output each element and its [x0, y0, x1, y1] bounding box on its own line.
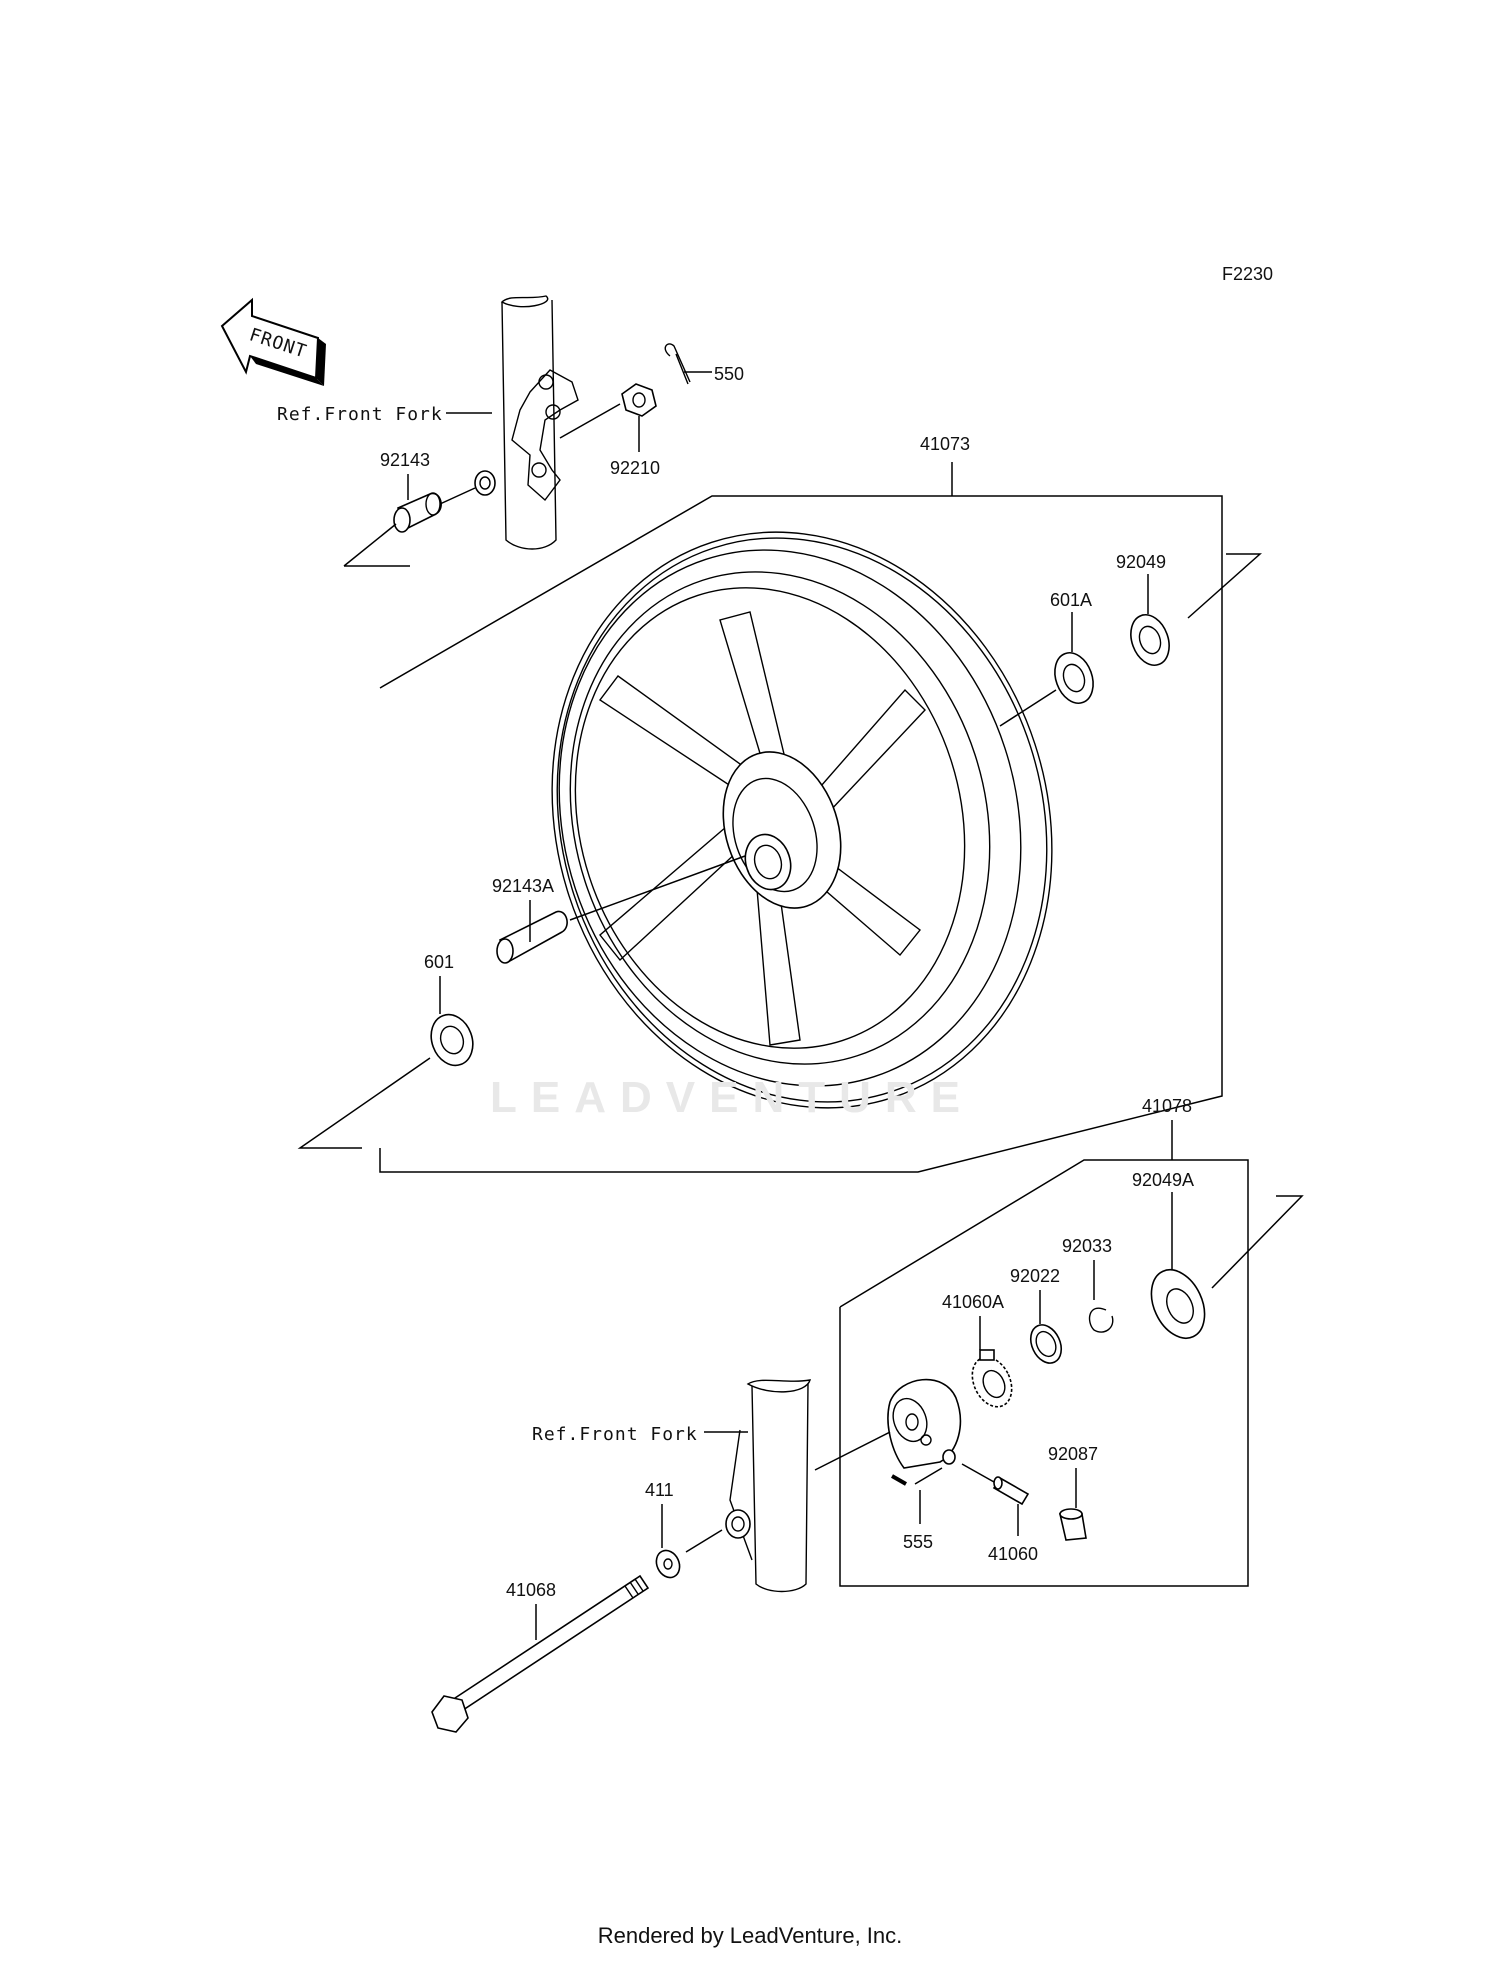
ref-front-fork-upper: Ref.Front Fork: [277, 404, 443, 425]
ref-front-fork-lower: Ref.Front Fork: [532, 1424, 698, 1445]
part-92087: 92087: [1048, 1444, 1098, 1464]
part-92143A: 92143A: [492, 876, 554, 896]
upper-fork-leg: [474, 295, 579, 550]
bushing-92087: [1058, 1508, 1087, 1541]
part-601: 601: [424, 952, 454, 972]
bearing-601A: [1054, 652, 1094, 704]
part-41060: 41060: [988, 1544, 1038, 1564]
nut-92210: [621, 383, 657, 417]
gear-housing-box: [839, 1159, 1249, 1587]
gear-41060A: [971, 1349, 1013, 1408]
part-92049: 92049: [1116, 552, 1166, 572]
pin-555: [891, 1474, 907, 1486]
front-arrow-icon: FRONT: [220, 297, 326, 386]
seal-92049: [1130, 614, 1170, 666]
front-wheel: [551, 531, 1053, 1109]
diagram-code: F2230: [1222, 264, 1273, 284]
footer: Rendered by LeadVenture, Inc.: [597, 1923, 903, 1948]
washer-92022: [1029, 1324, 1063, 1364]
collar-92143: [393, 492, 442, 533]
part-92210: 92210: [610, 458, 660, 478]
part-92033: 92033: [1062, 1236, 1112, 1256]
part-41078: 41078: [1142, 1096, 1192, 1116]
circlip-92033: [1088, 1307, 1114, 1333]
part-92049A: 92049A: [1132, 1170, 1194, 1190]
part-555: 555: [903, 1532, 933, 1552]
part-41073: 41073: [920, 434, 970, 454]
watermark: LEADVENTURE: [490, 1073, 974, 1122]
cotter-pin-550: [664, 343, 691, 385]
axle-41068: [431, 1574, 650, 1733]
pinion-41060: [992, 1476, 1030, 1506]
part-92143: 92143: [380, 450, 430, 470]
seal-92049A: [1150, 1269, 1206, 1339]
part-601A: 601A: [1050, 590, 1092, 610]
part-550: 550: [714, 364, 744, 384]
wheel-group-box: [379, 495, 1223, 1173]
part-41060A: 41060A: [942, 1292, 1004, 1312]
collar-92143A: [496, 910, 568, 964]
washer-411: [655, 1549, 681, 1579]
part-92022: 92022: [1010, 1266, 1060, 1286]
lower-fork-leg: [725, 1379, 811, 1593]
bearing-601: [430, 1013, 474, 1067]
part-411: 411: [645, 1480, 674, 1500]
gear-housing: [887, 1378, 962, 1469]
part-41068: 41068: [506, 1580, 556, 1600]
